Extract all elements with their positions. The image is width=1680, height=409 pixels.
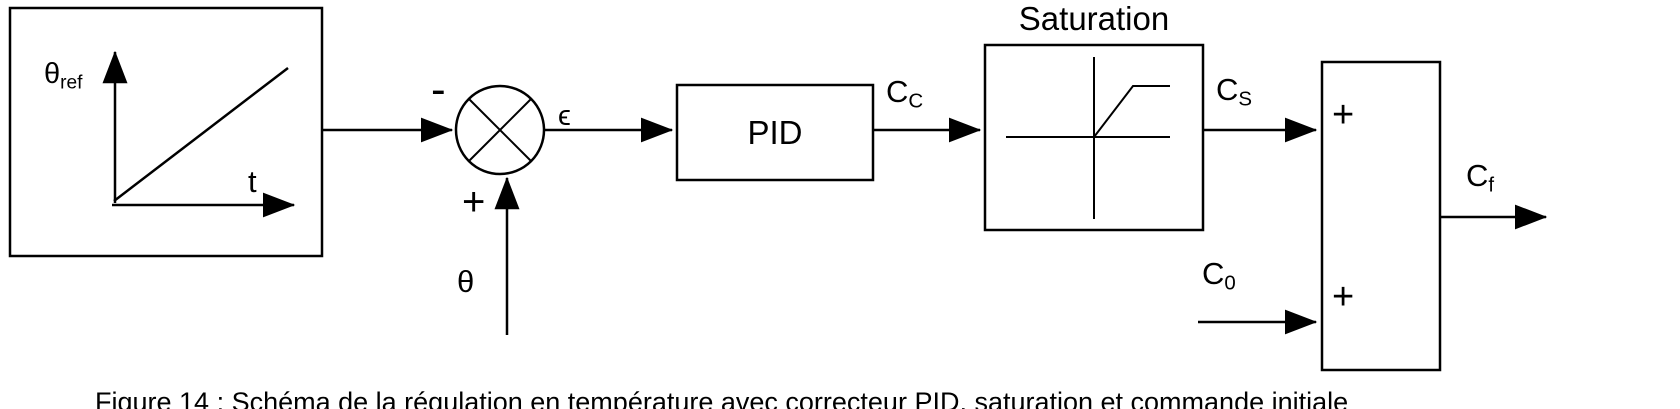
summing-plus-sign: + <box>462 180 486 224</box>
ramp-y-axis-label-sub: ref <box>60 72 83 94</box>
final-signal-label: Cf <box>1466 160 1494 196</box>
saturation-block-title: Saturation <box>1018 0 1170 37</box>
saturation-output-signal-label: CS <box>1216 74 1252 110</box>
offset-signal-base: C <box>1202 256 1225 291</box>
pid-output-signal-base: C <box>886 74 909 109</box>
feedback-signal-label: θ <box>457 264 475 299</box>
saturation-block-box <box>983 43 1205 232</box>
error-signal-label: ϵ <box>558 100 571 132</box>
pid-output-signal-label: CC <box>886 76 923 112</box>
final-signal-base: C <box>1466 158 1489 193</box>
ramp-y-axis-label: θref <box>44 58 83 94</box>
pid-block-label: PID <box>747 114 803 151</box>
pid-output-signal-sub: C <box>908 89 924 113</box>
ramp-block-box <box>8 6 324 258</box>
saturation-output-signal-sub: S <box>1238 87 1253 111</box>
figure-caption: Figure 14 : Schéma de la régulation en t… <box>95 387 1349 409</box>
summing-minus-sign: - <box>431 65 446 114</box>
summing-junction-cross-2 <box>468 98 532 162</box>
offset-signal-label: C0 <box>1202 258 1236 294</box>
pid-block-box <box>675 83 875 182</box>
ramp-x-axis-label: t <box>248 164 257 199</box>
final-signal-sub: f <box>1488 173 1495 197</box>
sum-plus-bottom: + <box>1332 276 1355 318</box>
saturation-curve <box>1093 85 1170 138</box>
saturation-output-signal-base: C <box>1216 72 1239 107</box>
ramp-y-axis-label-base: θ <box>44 58 61 90</box>
ramp-signal-line <box>113 67 289 202</box>
offset-signal-sub: 0 <box>1224 271 1236 295</box>
sum-plus-top: + <box>1332 94 1355 136</box>
